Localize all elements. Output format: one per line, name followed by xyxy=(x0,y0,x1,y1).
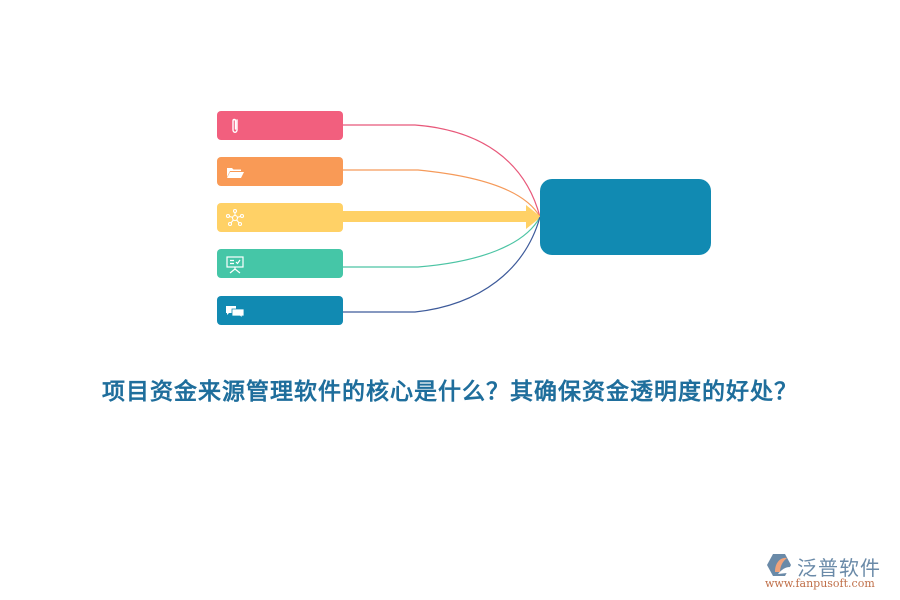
logo-url: www.fanpusoft.com xyxy=(765,577,875,590)
source-node-presentation[interactable] xyxy=(217,249,343,278)
chat-bubbles-icon xyxy=(226,306,245,319)
presentation-board-icon xyxy=(226,256,244,274)
network-hub-icon xyxy=(225,208,245,227)
folder-open-icon xyxy=(227,168,244,178)
source-node-network[interactable] xyxy=(217,203,343,232)
source-node-chat[interactable] xyxy=(217,296,343,325)
logo-name: 泛普软件 xyxy=(797,556,881,580)
source-node-attachment[interactable] xyxy=(217,111,343,140)
target-node[interactable] xyxy=(540,179,711,255)
logo-mark-icon xyxy=(767,554,791,576)
paperclip-icon xyxy=(232,118,238,133)
page-title: 项目资金来源管理软件的核心是什么？其确保资金透明度的好处？ xyxy=(102,378,798,405)
brand-logo[interactable]: 泛普软件 www.fanpusoft.com xyxy=(765,552,895,594)
source-node-folder[interactable] xyxy=(217,157,343,186)
